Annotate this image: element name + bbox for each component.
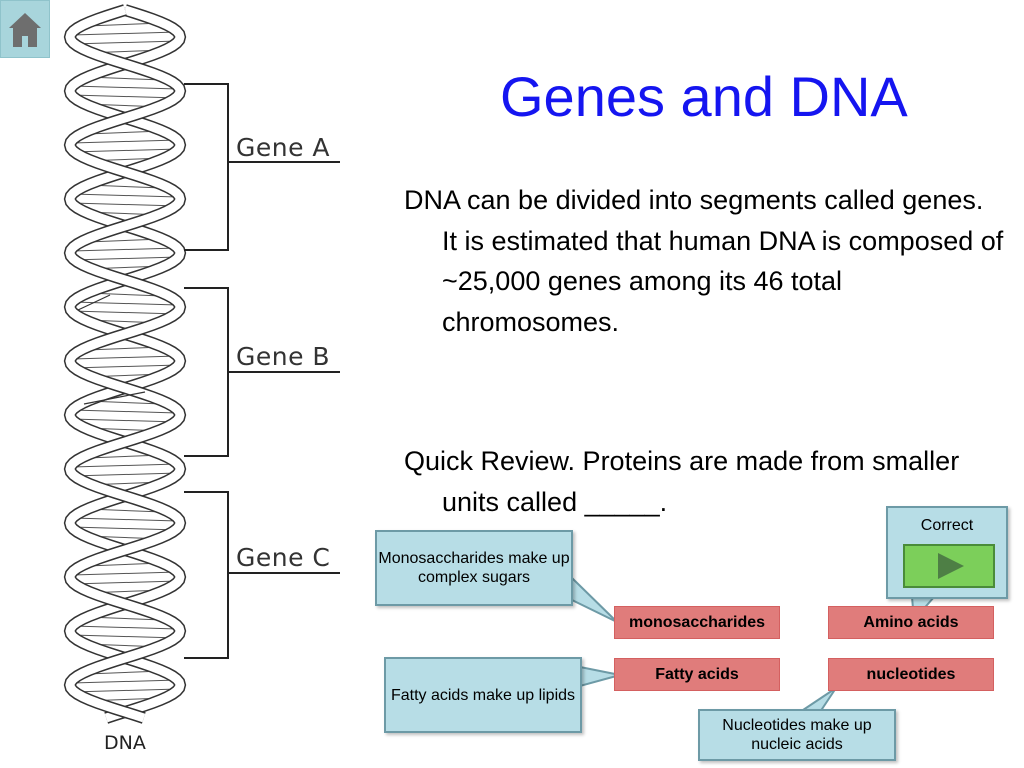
- helix-rung: [72, 139, 178, 144]
- helix-rung: [72, 193, 178, 198]
- helix-rung: [71, 526, 179, 531]
- helix-strand-2: [65, 5, 185, 723]
- helix-rung: [71, 40, 179, 45]
- helix-rung: [71, 148, 179, 153]
- helix-rung: [71, 472, 179, 477]
- correct-feedback: Correct: [886, 506, 1008, 599]
- helix-rung: [72, 301, 178, 306]
- answer-amino-acids-button[interactable]: Amino acids: [828, 606, 994, 639]
- helix-rung: [72, 517, 178, 522]
- helix-strand-1: [65, 5, 185, 723]
- body-paragraph-dna: DNA can be divided into segments called …: [404, 185, 1004, 337]
- helix-rung: [72, 247, 178, 252]
- play-arrow-icon: [938, 553, 964, 579]
- answer-fatty-acids-button[interactable]: Fatty acids: [614, 658, 780, 691]
- helix-rung: [71, 202, 179, 207]
- helix-rung: [71, 310, 179, 315]
- helix-rung: [71, 94, 179, 99]
- gene-b-label: Gene B: [236, 342, 331, 371]
- slide-title: Genes and DNA: [500, 65, 908, 128]
- correct-label: Correct: [920, 517, 974, 534]
- helix-rung: [71, 256, 179, 261]
- fatty-acids-feedback: Fatty acids make up lipids: [384, 657, 582, 733]
- helix-rung: [71, 634, 179, 639]
- helix-rung: [71, 580, 179, 585]
- helix-rung: [71, 364, 179, 369]
- gene-a-label: Gene A: [236, 133, 331, 162]
- helix-rung: [71, 688, 179, 693]
- helix-rung: [71, 418, 179, 423]
- helix-rung: [72, 679, 178, 684]
- helix-rung: [72, 625, 178, 630]
- monosaccharides-feedback: Monosaccharides make up complex sugars: [375, 530, 573, 606]
- helix-rung: [72, 85, 178, 90]
- dna-label: DNA: [104, 732, 146, 754]
- gene-brackets: [184, 83, 340, 659]
- dna-helix-figure: [63, 4, 340, 724]
- helix-rung: [72, 409, 178, 414]
- helix-rung: [72, 31, 178, 36]
- helix-rung: [72, 463, 178, 468]
- home-button[interactable]: [0, 0, 50, 58]
- answer-nucleotides-button[interactable]: nucleotides: [828, 658, 994, 691]
- nucleotides-feedback: Nucleotides make up nucleic acids: [698, 709, 896, 761]
- play-button[interactable]: [903, 544, 995, 588]
- body-paragraph-question: Quick Review. Proteins are made from sma…: [404, 446, 960, 517]
- home-icon: [9, 13, 41, 47]
- gene-c-label: Gene C: [236, 543, 331, 572]
- answer-monosaccharides-button[interactable]: monosaccharides: [614, 606, 780, 639]
- helix-rung: [72, 355, 178, 360]
- helix-rung: [72, 571, 178, 576]
